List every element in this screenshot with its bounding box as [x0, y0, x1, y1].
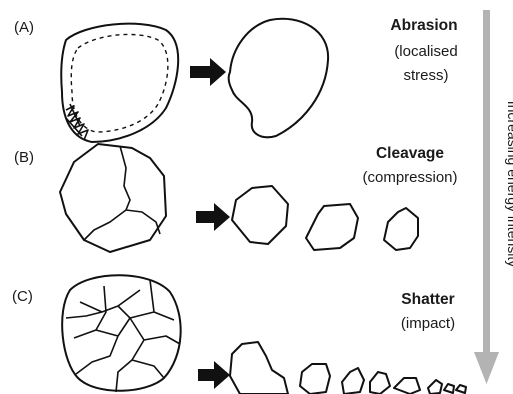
panel-a-parent-grain [61, 24, 178, 142]
panel-a: (A) Abrasion (localised stress) [14, 17, 458, 142]
abrasion-detail-2: stress) [404, 67, 449, 84]
cleavage-title: Cleavage [376, 145, 444, 162]
shatter-fragment-5 [394, 378, 420, 394]
shatter-parent-outline [62, 275, 181, 391]
energy-axis-label: Increasing energy intensity [505, 101, 513, 268]
panel-b-parent-grain [60, 144, 166, 252]
cleavage-fragment-2 [306, 204, 358, 250]
shatter-detail: (impact) [401, 315, 455, 332]
panel-c-arrow [198, 361, 230, 389]
panel-b-arrow [196, 203, 230, 231]
abrasion-surface-layer [71, 34, 168, 132]
abrasion-product-grain [229, 19, 328, 137]
shatter-fragment-4 [370, 372, 390, 394]
shatter-fracture-network [66, 280, 180, 392]
panel-a-arrow [190, 58, 226, 86]
abrasion-title: Abrasion [390, 17, 457, 34]
panel-c-parent-grain [62, 275, 181, 392]
panel-b-label: (B) [14, 149, 34, 166]
cleavage-fragment-1 [232, 186, 288, 244]
shatter-title: Shatter [401, 291, 454, 308]
panel-a-label: (A) [14, 19, 34, 36]
shatter-fragment-7 [444, 384, 454, 393]
cleavage-parent-outline [60, 144, 166, 252]
cleavage-detail: (compression) [362, 169, 457, 186]
shatter-fragment-8 [456, 385, 466, 393]
cleavage-fragment-3 [384, 208, 418, 250]
energy-axis-arrowhead [474, 352, 499, 384]
abrasion-detail-1: (localised [394, 43, 457, 60]
energy-axis-shaft [483, 10, 490, 354]
panel-c: (C) Shatter (impact) [12, 275, 466, 394]
shatter-fragment-1 [230, 342, 288, 394]
cleavage-fracture-a [120, 146, 130, 210]
panel-b: (B) Cleavage (compression) [14, 144, 458, 252]
shatter-fragment-3 [342, 368, 364, 394]
panel-c-label: (C) [12, 288, 33, 305]
energy-axis: Increasing energy intensity [474, 10, 513, 384]
cleavage-fracture-b [84, 210, 126, 240]
shatter-fragment-6 [428, 380, 442, 394]
shatter-fragment-2 [300, 364, 330, 394]
cleavage-fracture-c [126, 210, 160, 234]
